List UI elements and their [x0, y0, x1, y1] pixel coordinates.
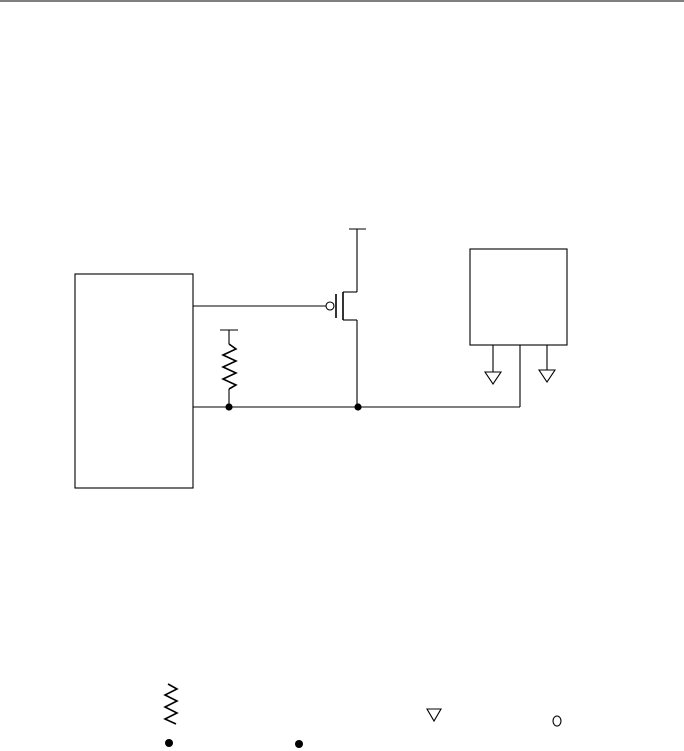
- pullup-resistor-icon: [220, 329, 238, 407]
- ground-triangle: [483, 371, 503, 385]
- gate-bubble: [325, 301, 335, 311]
- junction-dot-icon: [165, 739, 173, 747]
- junction-dot-icon: [354, 403, 362, 411]
- legend: [163, 683, 562, 748]
- transistor-icon: [325, 228, 366, 407]
- junction-dot-icon: [295, 740, 303, 748]
- ground-triangle: [537, 369, 557, 383]
- ground-icon: [537, 345, 557, 383]
- ground-icon: [483, 345, 503, 385]
- ground-triangle-icon: [426, 708, 442, 723]
- right-block: [469, 248, 568, 346]
- junction-dot-icon: [225, 403, 233, 411]
- resistor-zigzag: [221, 343, 238, 390]
- left-block: [74, 273, 194, 489]
- resistor-icon: [163, 683, 179, 725]
- open-circle-icon: [552, 715, 562, 727]
